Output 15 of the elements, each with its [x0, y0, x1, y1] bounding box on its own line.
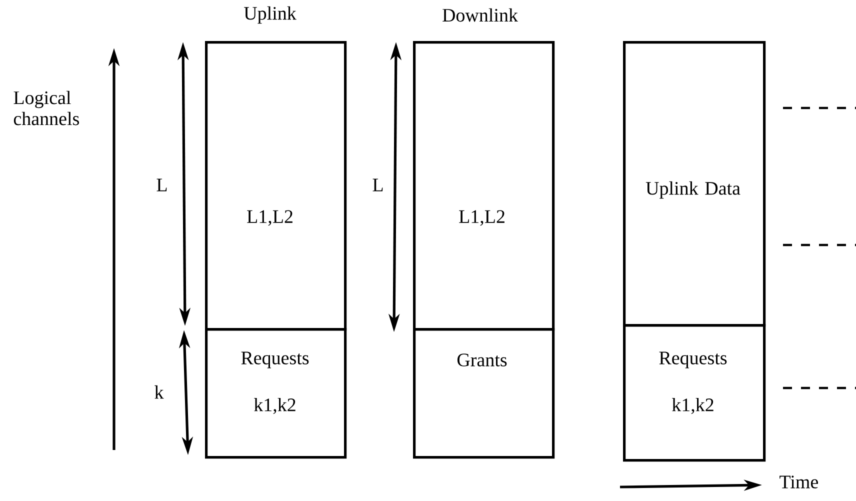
dimension-label: L: [372, 178, 383, 192]
axis-label: Logical channels: [14, 90, 79, 126]
cell-text: Requests: [659, 352, 727, 368]
cell-text: k1,k2: [254, 398, 296, 414]
column-heading: Downlink: [442, 8, 518, 22]
cell-text: Uplink Data: [646, 181, 740, 199]
axis-label: Time: [780, 476, 818, 488]
cell-text: L1,L2: [459, 210, 504, 226]
cell-text: Grants: [457, 354, 507, 366]
dimension-label: k: [154, 385, 164, 399]
dimension-label: L: [156, 178, 167, 192]
cell-text: L1,L2: [247, 210, 292, 226]
column-heading: Uplink: [244, 6, 296, 24]
cell-text: Requests: [241, 352, 309, 368]
cell-text: k1,k2: [672, 398, 714, 414]
